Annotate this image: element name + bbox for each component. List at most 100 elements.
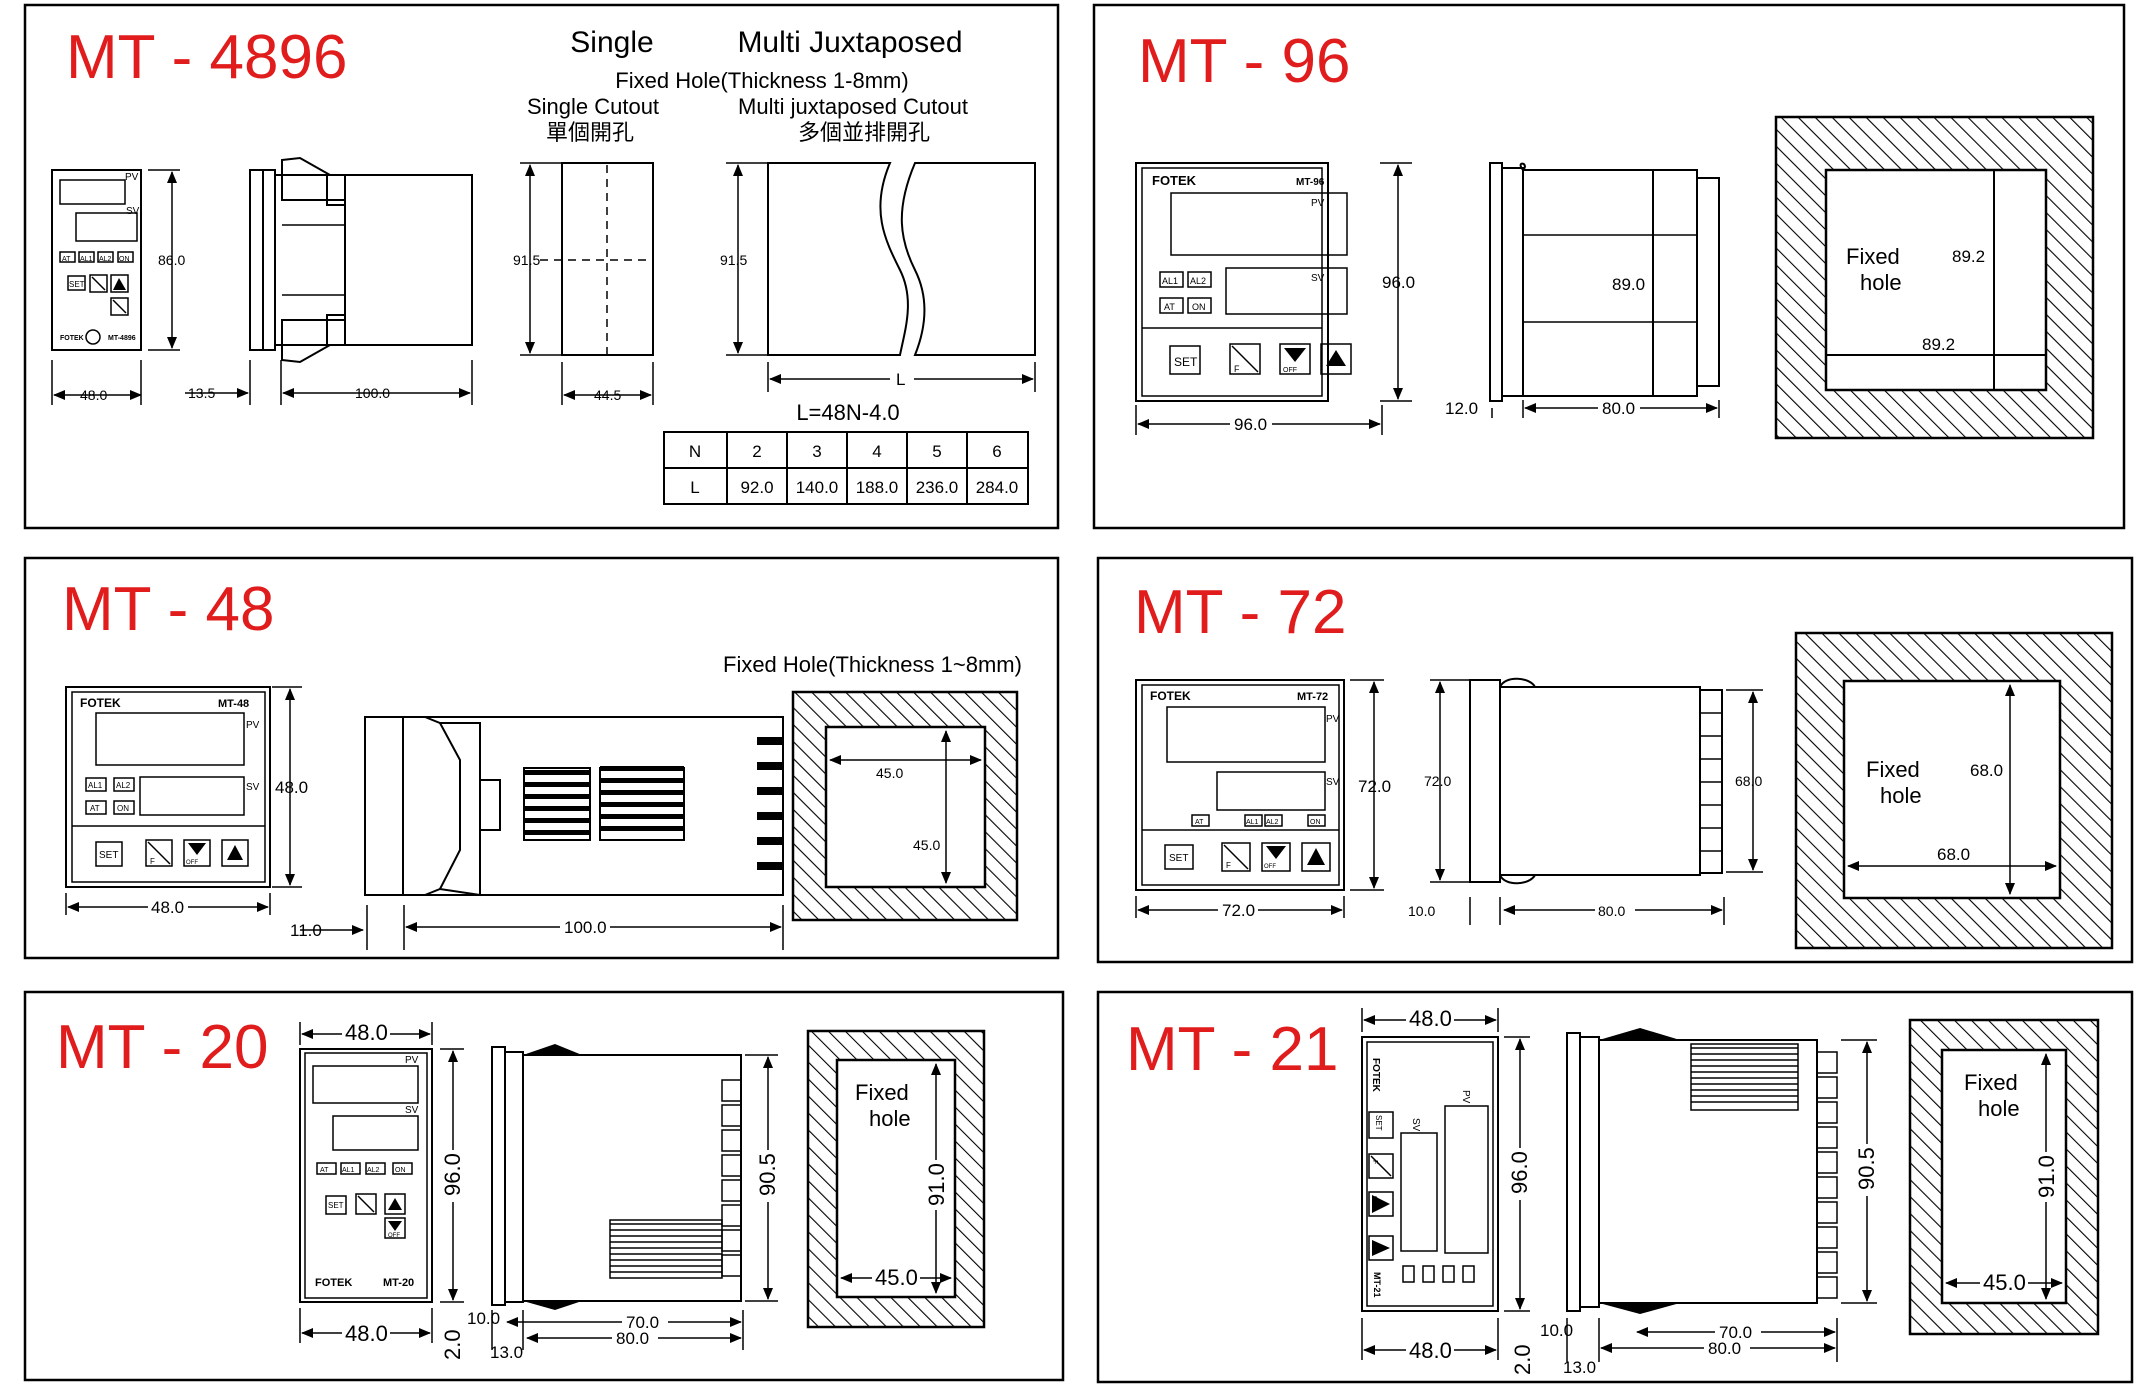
front-view: PV SV AT AL1 AL2 ON SET OFF FOTEK MT-20: [299, 1048, 433, 1303]
sv-label: SV: [1326, 777, 1340, 788]
down-key: [1261, 842, 1291, 872]
side-bottom-arc: [1499, 874, 1536, 885]
front-inner: [1141, 684, 1340, 886]
side-view: 72.0 68.0: [1424, 677, 1763, 885]
table-cell: 6: [992, 442, 1001, 461]
al2-key-label: AL2: [99, 256, 112, 263]
hole-label-2: hole: [869, 1106, 911, 1131]
at-key-label: AT: [90, 804, 100, 813]
front-view: PV SV AT AL1 AL2 ON SET FOTEK MT-4896: [51, 169, 142, 351]
al2-key-label: AL2: [367, 1167, 380, 1174]
front-inner: [304, 1052, 428, 1299]
bottom-width-label: 48.0: [345, 1321, 388, 1346]
at-key-label: AT: [62, 256, 71, 263]
n-l-table: N 2 3 4 5 6 L 92.0 140.0 188.0 236.0 284…: [663, 431, 1029, 505]
multi-cutout-h-label: 91.5: [720, 252, 747, 268]
shift-key-icon: [91, 276, 106, 291]
terminal: [721, 1129, 742, 1152]
shift-key: [89, 274, 108, 293]
single-cutout-h-label: 91.5: [513, 252, 540, 268]
up-triangle-icon: [1307, 848, 1325, 865]
depth-label: 80.0: [616, 1329, 649, 1348]
panel-mt72: MT - 72 FOTEK MT-72 PV SV AT AL1 AL2 ON …: [1096, 556, 2134, 964]
panel-mt20: MT - 20 48.0 PV SV AT AL1 AL2 ON SET: [23, 990, 1065, 1382]
terminal: [1816, 1126, 1838, 1149]
multi-cutout-w-label: L: [896, 370, 905, 389]
side-body-arc: [1519, 162, 1526, 171]
shift-key: [1368, 1153, 1394, 1179]
pv-label: PV: [1311, 198, 1325, 209]
front-depth-label: 10.0: [1540, 1321, 1573, 1340]
on-key: [1187, 297, 1212, 314]
side-vent-1: [523, 767, 591, 841]
table-cell: 236.0: [916, 478, 959, 497]
top-label-bg: [342, 1022, 390, 1044]
down-key: [384, 1217, 406, 1239]
table-cell: 140.0: [796, 478, 839, 497]
terminal: [1816, 1201, 1838, 1224]
on-key-label: ON: [119, 256, 130, 263]
panel-title: MT - 72: [1134, 578, 1346, 647]
side-body: [274, 174, 473, 346]
side-latch: [479, 779, 501, 831]
side-front-label: 13.0: [490, 1343, 523, 1362]
on-key-label: ON: [395, 1167, 406, 1174]
single-cutout-w-label: 44.5: [594, 387, 621, 403]
down-key: [110, 297, 129, 316]
width-dim-label: 72.0: [1222, 901, 1255, 920]
side-height-label: 72.0: [1424, 773, 1451, 789]
model-label: MT-4896: [108, 335, 136, 342]
set-key-label: SET: [69, 280, 85, 289]
side-rear: [1696, 177, 1720, 387]
bottom-label-bg: [342, 1323, 390, 1345]
hole-h-label: 91.0: [924, 1163, 949, 1206]
terminal: [721, 1204, 742, 1227]
brand-label: FOTEK: [315, 1277, 352, 1289]
fixed-hole: 45.0 45.0: [791, 690, 1019, 922]
f-label: F: [1371, 1160, 1378, 1164]
brand-label: FOTEK: [1370, 1058, 1381, 1093]
height-label-bg: [1510, 1148, 1530, 1200]
depth-label-bg: [612, 1328, 658, 1348]
set-key: [67, 275, 86, 291]
indicator-key: [1462, 1265, 1475, 1283]
al2-key-label: AL2: [1190, 276, 1206, 286]
height-dim-label: 72.0: [1358, 777, 1391, 796]
terminal: [1816, 1176, 1838, 1199]
down-triangle-icon: [388, 1221, 402, 1231]
vent-slot: [524, 818, 590, 823]
multi-cutout-label-zh: 多個並排開孔: [798, 120, 930, 145]
off-label: OFF: [1371, 1196, 1377, 1208]
table-cell: 5: [932, 442, 941, 461]
panel-mt96: MT - 96 FOTEK MT-96 PV SV AL1 AL2 AT ON …: [1092, 3, 2126, 530]
on-key-label: ON: [1310, 819, 1321, 826]
model-label: MT-48: [218, 698, 249, 710]
al1-key: [78, 251, 95, 263]
vent-lines: [1691, 1047, 1798, 1103]
vent-slot: [600, 802, 684, 807]
f-label: F: [150, 857, 155, 866]
al2-key: [1264, 814, 1283, 827]
mount-multi-label: Multi Juxtaposed: [737, 26, 962, 59]
up-key: [1368, 1235, 1394, 1261]
set-key: [1368, 1111, 1394, 1139]
set-key-label: SET: [1174, 355, 1198, 369]
pv-label: PV: [246, 720, 260, 731]
model-label: MT-21: [1372, 1272, 1382, 1298]
up-triangle-icon: [1372, 1240, 1390, 1256]
body-depth-label-bg: [1715, 1322, 1761, 1342]
side-vent: [1690, 1043, 1799, 1111]
front-depth-label: 12.0: [1445, 399, 1478, 418]
panel-title: MT - 4896: [66, 23, 347, 92]
table-cell: 284.0: [976, 478, 1019, 497]
hole-label-2: hole: [1978, 1096, 2020, 1121]
width-label-bg: [1230, 414, 1272, 434]
depth-label-bg: [1595, 900, 1635, 920]
panel-mt4896: MT - 4896 Single Multi Juxtaposed Fixed …: [23, 3, 1060, 530]
set-key-label: SET: [99, 850, 118, 861]
off-label: OFF: [388, 1233, 400, 1239]
pv-display: [59, 179, 126, 205]
table-cell: 4: [872, 442, 881, 461]
shift-key-icon: [1223, 844, 1249, 870]
